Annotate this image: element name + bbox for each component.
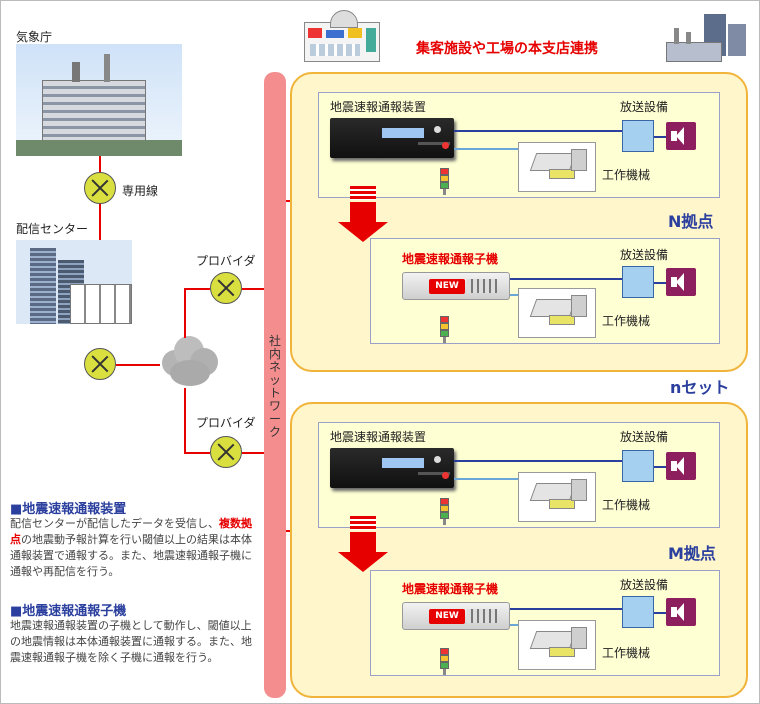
jma-label: 気象庁 [16, 30, 53, 44]
site-m-main-machine-label: 工作機械 [602, 498, 651, 512]
main-device-desc-before: 配信センターが配信したデータを受信し、 [10, 517, 219, 530]
site-m-speaker-icon [666, 452, 696, 480]
data-center-icon [16, 240, 132, 324]
site-m-child-device-label: 地震速報通報子機 [402, 582, 499, 596]
header-title: 集客施設や工場の本支店連携 [416, 41, 598, 57]
provider-bottom-label: プロバイダ [196, 416, 256, 430]
provider-bottom-router-icon [210, 436, 242, 468]
site-m-new-badge: NEW [429, 609, 465, 624]
site-m-child-speaker-icon [666, 598, 696, 626]
leased-line-label: 専用線 [122, 184, 159, 198]
site-n-main-machine-label: 工作機械 [602, 168, 651, 182]
distribution-center-label: 配信センター [16, 222, 89, 236]
site-m-base-label: M拠点 [668, 544, 716, 563]
jma-to-line-connector [99, 156, 101, 276]
site-n-broadcast-equipment-icon [622, 120, 654, 152]
site-n-child-to-broadcast-line [510, 278, 622, 280]
n-set-label: nセット [670, 378, 730, 397]
provider-top-to-network-line [242, 288, 264, 290]
site-m-child-broadcast-label: 放送設備 [620, 578, 669, 592]
site-n-main-broadcast-label: 放送設備 [620, 100, 669, 114]
site-n-main-device-label: 地震速報通報装置 [330, 100, 427, 114]
site-n-child-broadcast-equipment-icon [622, 266, 654, 298]
shopping-facility-icon [300, 8, 384, 64]
cloud-to-provider-top-h [184, 288, 210, 290]
site-m-device-to-broadcast-line [454, 460, 622, 462]
child-device-desc-text: 地震速報通報装置の子機として動作し、閾値以上の地震情報は本体通報装置に通報する。… [10, 619, 252, 664]
site-n-child-machine-tool-icon [518, 288, 596, 338]
site-n-child-signal-tower-icon [440, 316, 449, 352]
site-m-child-machine-tool-icon [518, 620, 596, 670]
company-network-bar [264, 72, 286, 698]
site-m-child-broadcast-to-speaker-line [654, 612, 666, 614]
site-m-child-signal-tower-icon [440, 648, 449, 684]
network-to-site-m-line [286, 530, 292, 532]
site-m-child-machine-label: 工作機械 [602, 646, 651, 660]
site-m-machine-tool-icon [518, 472, 596, 522]
cloud-to-provider-bottom-h [184, 452, 210, 454]
site-n-child-speaker-icon [666, 268, 696, 296]
site-n-child-machine-label: 工作機械 [602, 314, 651, 328]
main-device-desc-heading: ■地震速報通報装置 [10, 502, 127, 517]
site-m-main-broadcast-label: 放送設備 [620, 430, 669, 444]
provider-bottom-to-network-line [242, 452, 264, 454]
center-router-icon [84, 348, 116, 380]
site-m-child-broadcast-equipment-icon [622, 596, 654, 628]
site-n-child-device-label: 地震速報通報子機 [402, 252, 499, 266]
site-n-machine-tool-icon [518, 142, 596, 192]
site-m-down-arrow-icon [338, 516, 388, 574]
cloud-to-provider-top-v [184, 288, 186, 338]
site-n-device-to-machine-line [454, 148, 518, 150]
network-to-site-n-line [286, 200, 292, 202]
site-n-base-label: N拠点 [668, 212, 714, 231]
site-m-signal-tower-icon [440, 498, 449, 534]
router-to-cloud-line [116, 364, 160, 366]
child-device-desc-heading: ■地震速報通報子機 [10, 604, 127, 619]
site-n-child-broadcast-label: 放送設備 [620, 248, 669, 262]
provider-top-label: プロバイダ [196, 254, 256, 268]
provider-top-router-icon [210, 272, 242, 304]
site-m-main-device-label: 地震速報通報装置 [330, 430, 427, 444]
internet-cloud-icon [156, 332, 220, 390]
site-m-broadcast-equipment-icon [622, 450, 654, 482]
site-n-broadcast-to-speaker-line [654, 136, 666, 138]
jma-building-image [16, 44, 182, 156]
site-m-child-to-broadcast-line [510, 608, 622, 610]
site-n-child-device-icon: NEW [402, 272, 510, 300]
leased-line-router-icon [84, 172, 116, 204]
site-m-child-device-icon: NEW [402, 602, 510, 630]
site-m-child-to-machine-line [510, 624, 518, 626]
site-m-broadcast-to-speaker-line [654, 466, 666, 468]
site-n-speaker-icon [666, 122, 696, 150]
site-n-child-to-machine-line [510, 294, 518, 296]
factory-icon [664, 14, 748, 64]
site-m-device-to-machine-line [454, 478, 518, 480]
company-network-label: 社内ネットワーク [268, 334, 281, 439]
site-m-alarm-device-icon [330, 448, 454, 488]
site-n-device-to-broadcast-line [454, 130, 622, 132]
cloud-to-provider-bottom-v [184, 388, 186, 452]
site-n-alarm-device-icon [330, 118, 454, 158]
site-n-signal-tower-icon [440, 168, 449, 204]
main-device-desc-after: の地震動予報計算を行い閾値以上の結果は本体通報装置で通報する。また、地震速報通報… [10, 533, 252, 578]
site-n-down-arrow-icon [338, 186, 388, 244]
site-n-child-broadcast-to-speaker-line [654, 282, 666, 284]
main-device-desc-text: 配信センターが配信したデータを受信し、複数拠点の地震動予報計算を行い閾値以上の結… [10, 516, 262, 580]
main-device-desc-highlight: 複数拠点 [10, 517, 252, 546]
site-n-new-badge: NEW [429, 279, 465, 294]
